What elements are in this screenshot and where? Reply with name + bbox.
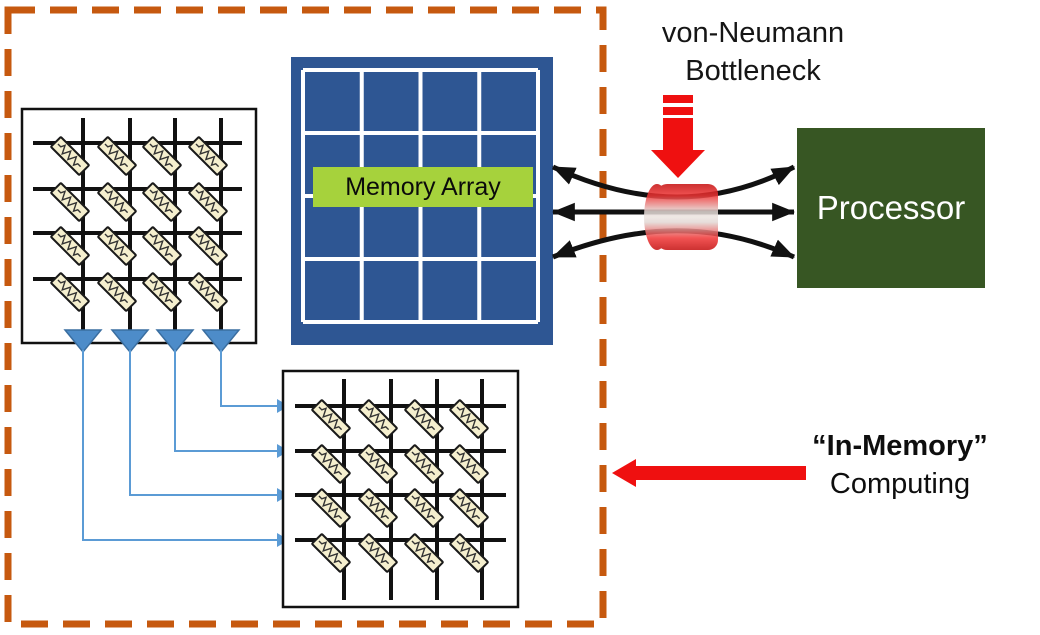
in-memory-left-arrow-icon bbox=[612, 459, 806, 487]
memristor-icon bbox=[50, 272, 90, 312]
in-memory-dashed-boundary bbox=[4, 6, 607, 628]
von-neumann-label-line1: von-Neumann bbox=[661, 17, 845, 49]
memristor-icon bbox=[97, 226, 137, 266]
memristor-icon bbox=[188, 136, 228, 176]
memristor-icon bbox=[188, 226, 228, 266]
memristor-icon bbox=[404, 488, 444, 528]
row-connector-line bbox=[129, 350, 277, 496]
memristor-icon bbox=[358, 444, 398, 484]
dac-triangles bbox=[63, 329, 241, 354]
memristor-icon bbox=[142, 136, 182, 176]
memristor-icon bbox=[97, 182, 137, 222]
memristor-icon bbox=[404, 399, 444, 439]
in-memory-label-line2: Computing bbox=[829, 468, 971, 500]
memristor-icon bbox=[449, 444, 489, 484]
memory-array-label: Memory Array bbox=[313, 167, 533, 207]
memristor-icon bbox=[97, 136, 137, 176]
memristor-icon bbox=[449, 399, 489, 439]
memristor-icon bbox=[449, 488, 489, 528]
memristor-icon bbox=[404, 533, 444, 573]
bottleneck-down-arrow-icon bbox=[651, 95, 705, 178]
memristor-icon bbox=[142, 182, 182, 222]
memristor-icon bbox=[50, 226, 90, 266]
in-memory-computing-label: “In-Memory” Computing bbox=[775, 427, 1025, 503]
memristor-icon bbox=[311, 399, 351, 439]
memristor-icon bbox=[97, 272, 137, 312]
memristor-icon bbox=[311, 533, 351, 573]
memristor-icon bbox=[142, 272, 182, 312]
memristor-icon bbox=[404, 444, 444, 484]
dac-triangle-icon bbox=[201, 329, 241, 354]
memristor-icon bbox=[142, 226, 182, 266]
memristor-icon bbox=[311, 488, 351, 528]
dac-triangle-icon bbox=[155, 329, 195, 354]
crossbar-array-top bbox=[20, 107, 258, 345]
row-connector-line bbox=[174, 350, 277, 452]
memristor-icon bbox=[188, 272, 228, 312]
in-memory-label-line1: “In-Memory” bbox=[812, 430, 988, 462]
dac-triangle-icon bbox=[110, 329, 150, 354]
processor-box: Processor bbox=[797, 128, 985, 288]
row-connector-line bbox=[220, 350, 277, 407]
memristor-icon bbox=[358, 488, 398, 528]
dac-triangle-icon bbox=[63, 329, 103, 354]
von-neumann-bottleneck-label: von-Neumann Bottleneck bbox=[640, 14, 866, 90]
von-neumann-label-line2: Bottleneck bbox=[685, 55, 821, 87]
memristor-icon bbox=[50, 182, 90, 222]
memory-array-label-text: Memory Array bbox=[345, 172, 501, 201]
memristor-icon bbox=[358, 533, 398, 573]
row-connector-line bbox=[82, 350, 277, 541]
processor-label: Processor bbox=[816, 189, 966, 226]
memristor-icon bbox=[50, 136, 90, 176]
memristor-icon bbox=[358, 399, 398, 439]
memristor-icon bbox=[311, 444, 351, 484]
memristor-icon bbox=[449, 533, 489, 573]
row-connector-arrows bbox=[82, 350, 289, 547]
bottleneck-cylinder-icon bbox=[644, 184, 718, 250]
memristor-icon bbox=[188, 182, 228, 222]
crossbar-array-bottom bbox=[281, 369, 520, 609]
